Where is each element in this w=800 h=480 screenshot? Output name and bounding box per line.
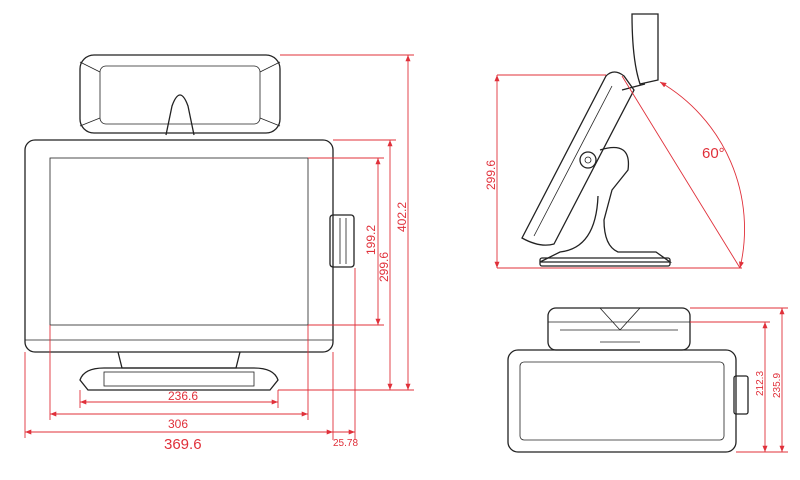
monitor-height-label: 299.6	[377, 252, 391, 282]
front-view: 236.6 306 369.6 25.78 199.2 299.6 402.2	[24, 54, 414, 453]
screen-height-label: 199.2	[364, 225, 378, 255]
side-view: 299.6 60°	[484, 13, 745, 269]
overall-width-label: 369.6	[164, 436, 202, 453]
msr-reader	[329, 214, 355, 268]
top-view: 212.3 235.9	[507, 307, 788, 453]
monitor	[24, 139, 334, 353]
overall-depth-label: 235.9	[772, 373, 783, 398]
front-dimensions	[24, 54, 414, 440]
base-width-label: 236.6	[168, 389, 198, 403]
stand	[79, 351, 279, 391]
tilt-angle-label: 60°	[702, 145, 725, 162]
side-height-label: 299.6	[484, 160, 498, 190]
depth-label: 212.3	[755, 371, 766, 396]
screen-width-label: 306	[168, 417, 188, 431]
customer-display	[79, 54, 281, 136]
msr-offset-label: 25.78	[333, 438, 358, 449]
overall-height-label: 402.2	[395, 202, 409, 232]
